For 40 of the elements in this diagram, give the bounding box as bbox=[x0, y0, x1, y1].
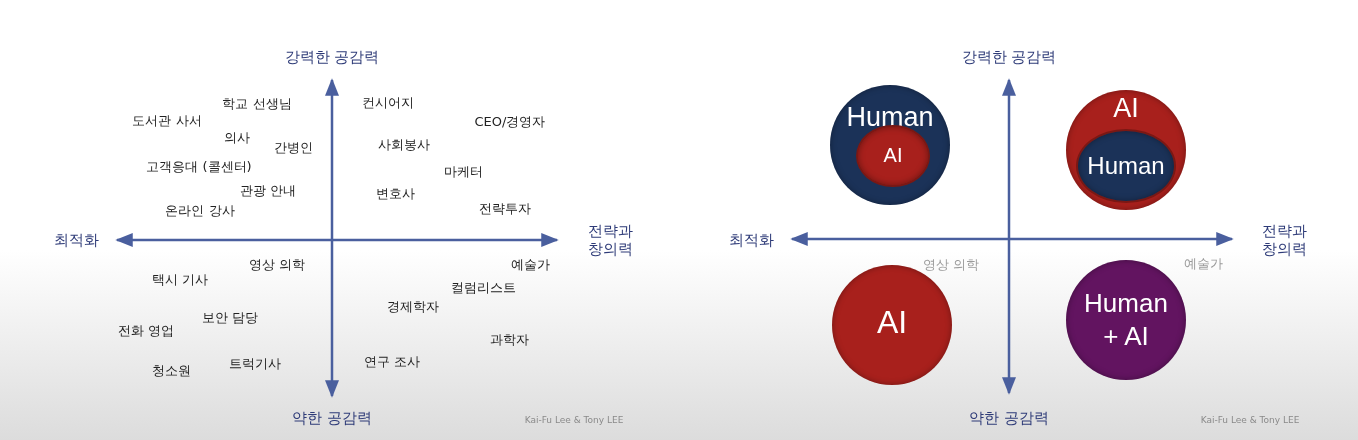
job-label: 영상 의학 bbox=[248, 257, 306, 273]
job-label: 도서관 사서 bbox=[132, 113, 202, 129]
job-label: CEO/경영자 bbox=[474, 114, 546, 130]
human-ai-circle: Human + AI bbox=[1066, 260, 1186, 380]
ai-circle: AI Human bbox=[1066, 90, 1186, 210]
job-label: 과학자 bbox=[489, 332, 529, 348]
axis-label: 강력한 공감력 bbox=[284, 48, 380, 66]
job-label: 학교 선생님 bbox=[222, 96, 292, 112]
job-label: 트럭기사 bbox=[229, 356, 281, 372]
job-label: 변호사 bbox=[375, 186, 415, 202]
job-label: 사회봉사 bbox=[378, 137, 430, 153]
job-label: 택시 기사 bbox=[151, 272, 209, 288]
axis-label: 강력한 공감력 bbox=[961, 48, 1057, 66]
credit-text: Kai-Fu Lee & Tony LEE bbox=[524, 414, 624, 426]
job-label: 연구 조사 bbox=[363, 354, 421, 370]
job-label: 예술가 bbox=[510, 257, 550, 273]
job-label: 관광 안내 bbox=[239, 183, 297, 199]
job-label: 경제학자 bbox=[387, 299, 439, 315]
axis-label: 최적화 bbox=[53, 231, 99, 249]
axis-label: 약한 공감력 bbox=[292, 409, 372, 427]
job-label: 간병인 bbox=[273, 140, 313, 156]
axis-label: 최적화 bbox=[728, 231, 774, 249]
axis-label: 약한 공감력 bbox=[969, 409, 1049, 427]
human-ellipse: Human bbox=[1076, 129, 1176, 203]
job-label: 컨시어지 bbox=[362, 95, 414, 111]
axis-label: 전략과 창의력 bbox=[1260, 222, 1308, 258]
axis-label: 전략과 창의력 bbox=[586, 222, 634, 258]
job-label: 청소원 bbox=[151, 363, 191, 379]
credit-text: Kai-Fu Lee & Tony LEE bbox=[1200, 414, 1300, 426]
ai-circle: AI bbox=[856, 125, 930, 187]
job-label: 마케터 bbox=[443, 164, 483, 180]
job-label: 전화 영업 bbox=[117, 323, 175, 339]
job-label: 고객응대 (콜센터) bbox=[146, 159, 252, 175]
job-label: 온라인 강사 bbox=[165, 203, 235, 219]
job-label: 보안 담당 bbox=[201, 310, 259, 326]
job-label: 예술가 bbox=[1183, 256, 1223, 272]
job-label: 전략투자 bbox=[479, 201, 531, 217]
job-label: 컬럼리스트 bbox=[450, 280, 516, 296]
job-label: 의사 bbox=[224, 130, 250, 146]
human-circle: Human AI bbox=[830, 85, 950, 205]
